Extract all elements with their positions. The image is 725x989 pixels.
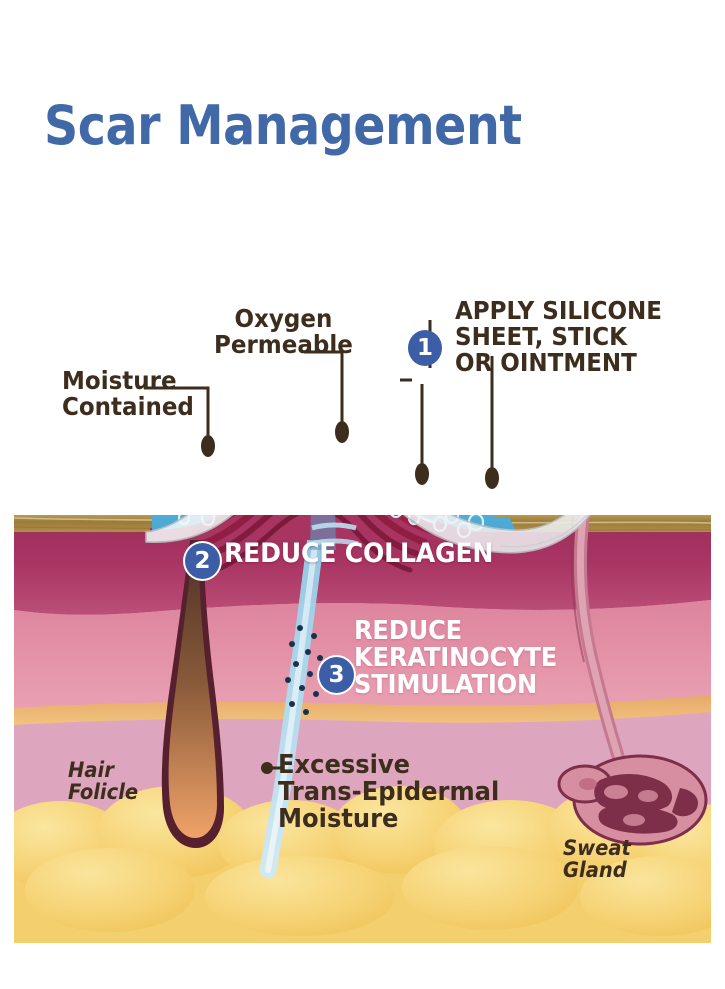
label-moisture-contained: Moisture Contained	[62, 366, 194, 421]
label-oxygen-permeable: Oxygen Permeable	[214, 304, 353, 359]
step-badge-1: 1	[408, 330, 442, 366]
label-sweat-gland: Sweat Gland	[563, 836, 631, 882]
label-apply-silicone: APPLY SILICONE SHEET, STICK OR OINTMENT	[455, 296, 662, 377]
leader-moisture	[144, 386, 210, 440]
skin-block	[14, 515, 711, 943]
page-title: Scar Management	[44, 94, 522, 157]
label-reduce-keratinocyte-stimulation: REDUCE KERATINOCYTE STIMULATION	[354, 616, 558, 701]
sweat-gland	[557, 515, 708, 846]
step-badge-2: 2	[183, 541, 222, 581]
leader-lines	[144, 320, 494, 472]
leader-oxygen	[304, 350, 344, 426]
leader-dots	[201, 421, 499, 774]
collagen-bands	[180, 515, 448, 573]
trans-epidermal-moisture-streak	[259, 515, 327, 879]
label-excessive-trans-epidermal-moisture: Excessive Trans-Epidermal Moisture	[278, 750, 500, 835]
label-reduce-collagen: REDUCE COLLAGEN	[224, 538, 494, 569]
silicone-sheet	[145, 515, 591, 554]
keratinocyte-dots	[285, 625, 323, 715]
skin-cross-section-illustration	[0, 260, 725, 950]
scar-mound	[150, 515, 470, 573]
step-badge-3: 3	[317, 655, 356, 695]
label-hair-follicle: Hair Folicle	[68, 758, 139, 804]
hair-follicle	[161, 515, 224, 848]
